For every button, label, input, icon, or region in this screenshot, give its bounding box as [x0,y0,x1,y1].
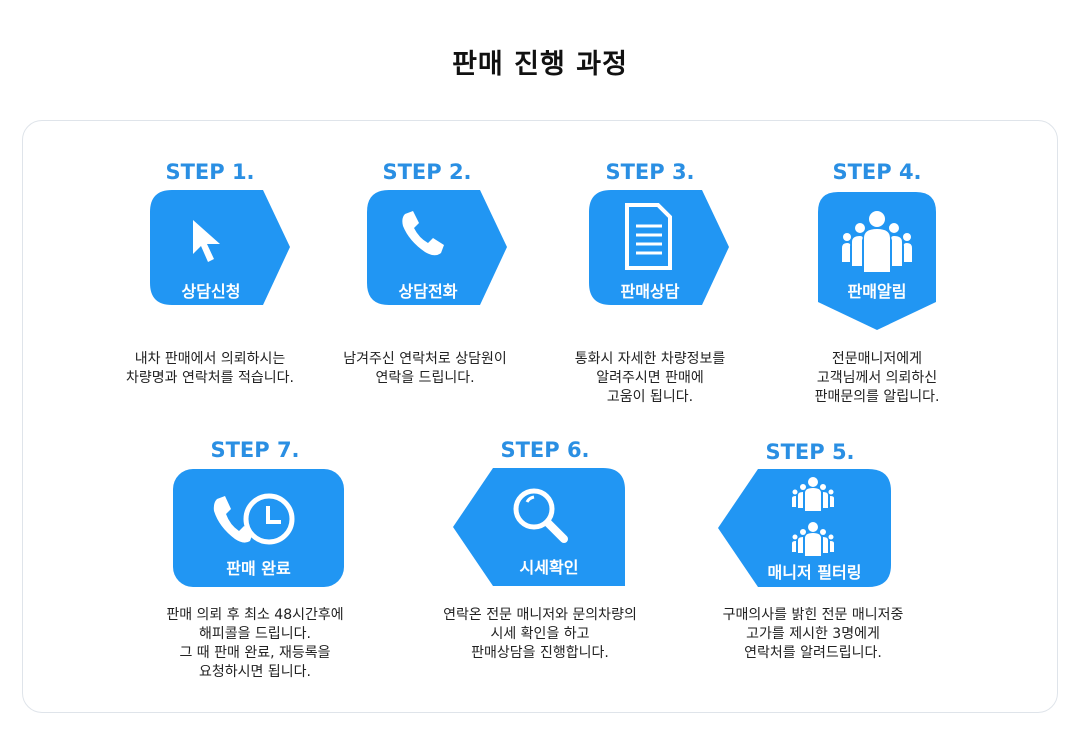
step-5: STEP 5. [690,437,930,467]
step-1: STEP 1. [90,157,330,187]
step-7-description: 판매 의뢰 후 최소 48시간후에 해피콜을 드립니다. 그 때 판매 완료, … [125,606,385,682]
step-number: STEP 5. [765,440,855,464]
step-number: STEP 6. [500,438,590,462]
desc-line: 통화시 자세한 차량정보를 [574,351,726,367]
step-2: STEP 2. [307,157,547,187]
group-icon [842,211,912,272]
step-3-shape: 판매상담 [589,190,729,305]
cursor-icon [193,220,220,262]
desc-line: 고객님께서 의뢰하신 [816,370,938,386]
step-title: 상담전화 [398,282,458,301]
phone-icon [402,211,444,256]
desc-line: 알려주시면 판매에 [596,370,704,386]
desc-line: 차량명과 연락처를 적습니다. [126,370,294,386]
step-7-shape: 판매 완료 [173,469,344,587]
step-number: STEP 4. [832,160,922,184]
step-7: STEP 7. [135,435,375,465]
step-6-description: 연락온 전문 매니저와 문의차량의 시세 확인을 하고 판매상담을 진행합니다. [410,606,670,663]
step-title: 매니저 필터링 [767,563,862,582]
desc-line: 그 때 판매 완료, 재등록을 [179,645,331,661]
document-icon [625,203,672,270]
step-6-shape: 시세확인 [453,468,625,586]
step-3-description: 통화시 자세한 차량정보를 알려주시면 판매에 고움이 됩니다. [520,350,780,407]
search-icon [513,488,568,543]
step-1-description: 내차 판매에서 의뢰하시는 차량명과 연락처를 적습니다. [80,350,340,388]
step-number: STEP 1. [165,160,255,184]
step-1-shape: 상담신청 [150,190,290,305]
desc-line: 구매의사를 밝힌 전문 매니저중 [722,607,904,623]
group-icon [792,477,834,511]
desc-line: 판매상담을 진행합니다. [471,645,609,661]
step-2-shape: 상담전화 [367,190,507,305]
desc-line: 연락처를 알려드립니다. [744,645,882,661]
process-card [22,120,1058,713]
desc-line: 고가를 제시한 3명에게 [746,626,880,642]
desc-line: 연락온 전문 매니저와 문의차량의 [443,607,637,623]
step-title: 판매 완료 [226,559,291,578]
desc-line: 요청하시면 됩니다. [199,664,311,680]
desc-line: 남겨주신 연락처로 상담원이 [343,351,507,367]
step-title: 상담신청 [181,282,241,301]
step-3: STEP 3. [530,157,770,187]
step-4-description: 전문매니저에게 고객님께서 의뢰하신 판매문의를 알립니다. [747,350,1007,407]
desc-line: 판매 의뢰 후 최소 48시간후에 [166,607,344,623]
desc-line: 전문매니저에게 [831,351,923,367]
desc-line: 판매문의를 알립니다. [814,389,940,405]
phone-clock-icon [213,493,295,545]
page-title: 판매 진행 과정 [452,49,628,80]
step-4: STEP 4. [757,157,997,187]
step-5-shape: 매니저 필터링 [718,469,891,587]
desc-line: 내차 판매에서 의뢰하시는 [134,351,286,367]
step-6: STEP 6. [425,435,665,465]
step-number: STEP 2. [382,160,472,184]
desc-line: 해피콜을 드립니다. [199,626,311,642]
step-4-shape: 판매알림 [818,192,936,330]
desc-line: 시세 확인을 하고 [490,626,590,642]
step-title: 시세확인 [519,558,579,577]
step-title: 판매상담 [620,282,680,301]
group-icon [792,522,834,556]
step-number: STEP 7. [210,438,300,462]
step-number: STEP 3. [605,160,695,184]
step-2-description: 남겨주신 연락처로 상담원이 연락을 드립니다. [295,350,555,388]
step-title: 판매알림 [847,282,907,301]
desc-line: 연락을 드립니다. [375,370,475,386]
desc-line: 고움이 됩니다. [606,389,694,405]
step-5-description: 구매의사를 밝힌 전문 매니저중 고가를 제시한 3명에게 연락처를 알려드립니… [683,606,943,663]
